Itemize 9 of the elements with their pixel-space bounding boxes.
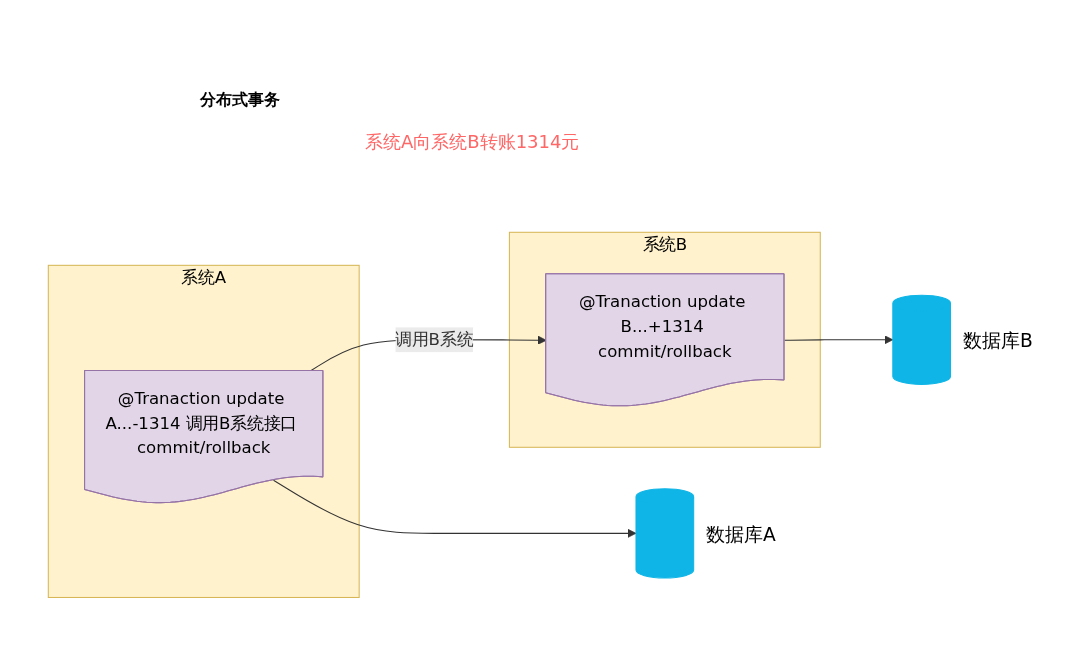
edge-label: 调用B系统 [395,329,474,350]
database-caption: 数据库A [706,523,776,545]
node-cylinder [892,294,952,385]
database-caption: 数据库B [962,330,1033,352]
diagram-title: 分布式事务 [200,90,280,111]
arrow [272,479,637,539]
arrow [784,335,894,345]
subtitle-text: 系统A向系统B转账1314元 [365,130,580,154]
node-cylinder [635,488,695,579]
